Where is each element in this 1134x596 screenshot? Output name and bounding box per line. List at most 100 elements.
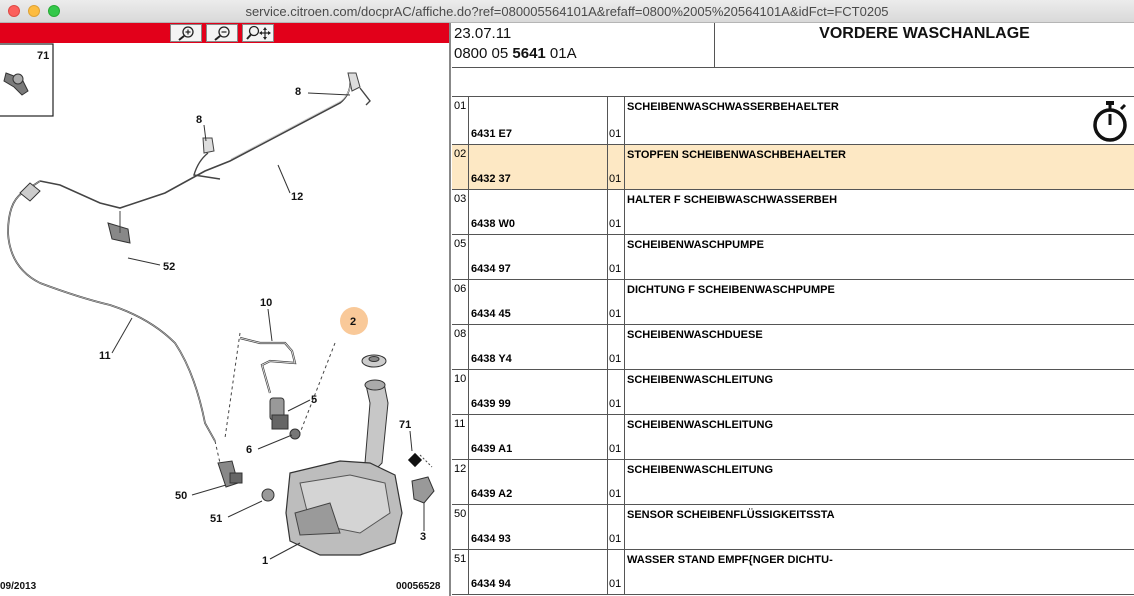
part-reference[interactable]: 6434 45 — [471, 308, 511, 320]
callout-52: 52 — [163, 261, 175, 273]
part-quantity: 01 — [609, 353, 622, 365]
part-index: 51 — [452, 550, 469, 594]
callout-10: 10 — [260, 297, 272, 309]
sensor-50 — [217, 460, 275, 502]
zoom-in-icon — [178, 26, 194, 41]
hose-12 — [39, 77, 352, 209]
part-reference[interactable]: 6438 W0 — [471, 218, 516, 230]
part-reference[interactable]: 6439 99 — [471, 398, 511, 410]
hose-11 — [7, 180, 216, 442]
part-quantity: 01 — [609, 173, 622, 185]
close-window-button[interactable] — [8, 5, 20, 17]
zoom-out-icon — [214, 26, 230, 41]
zoom-pan-button[interactable] — [242, 24, 274, 42]
part-quantity: 01 — [609, 398, 622, 410]
part-index: 11 — [452, 415, 469, 459]
part-reference[interactable]: 6434 94 — [471, 578, 511, 590]
callout-2: 2 — [350, 316, 356, 328]
callout-5: 5 — [311, 394, 317, 406]
callout-highlight-2 — [340, 307, 368, 335]
part-description: SCHEIBENWASCHLEITUNG — [627, 419, 774, 431]
part-description: SCHEIBENWASCHWASSERBEHAELTER — [627, 101, 839, 113]
part-description: SCHEIBENWASCHDUESE — [627, 329, 763, 341]
part-index: 03 — [452, 190, 469, 234]
part-quantity: 01 — [609, 263, 622, 275]
cap-2 — [361, 354, 387, 368]
stopwatch-icon[interactable] — [1090, 99, 1130, 143]
part-quantity: 01 — [609, 443, 622, 455]
callout-12: 12 — [291, 191, 303, 203]
document-date: 23.07.11 — [454, 25, 512, 42]
diagram-toolbar — [0, 23, 449, 43]
panel-divider[interactable] — [449, 23, 451, 596]
part-description: SCHEIBENWASCHPUMPE — [627, 239, 764, 251]
part-index: 10 — [452, 370, 469, 414]
callout-1: 1 — [262, 555, 268, 567]
page-title: VORDERE WASCHANLAGE — [819, 25, 1030, 42]
part-quantity: 01 — [609, 488, 622, 500]
part-quantity: 01 — [609, 308, 622, 320]
part-quantity: 01 — [609, 578, 622, 590]
browser-title-bar: service.citroen.com/docprAC/affiche.do?r… — [0, 0, 1134, 23]
callout-8-right: 8 — [295, 86, 301, 98]
minimize-window-button[interactable] — [28, 5, 40, 17]
part-reference[interactable]: 6434 93 — [471, 533, 511, 545]
callout-8-left: 8 — [196, 114, 202, 126]
part-description: SENSOR SCHEIBENFLÜSSIGKEITSSTA — [627, 509, 835, 521]
part-reference[interactable]: 6431 E7 — [471, 128, 512, 140]
part-quantity: 01 — [609, 533, 622, 545]
part-index: 06 — [452, 280, 469, 324]
callout-51: 51 — [210, 513, 222, 525]
exploded-parts-diagram: 71 8 8 12 52 11 10 2 5 6 71 50 51 1 3 — [0, 43, 435, 567]
part-quantity: 01 — [609, 128, 622, 140]
callout-3: 3 — [420, 531, 426, 543]
part-index: 02 — [452, 145, 469, 189]
callout-71-inset: 71 — [37, 50, 49, 62]
part-reference[interactable]: 6438 Y4 — [471, 353, 512, 365]
page-url: service.citroen.com/docprAC/affiche.do?r… — [245, 4, 889, 19]
part-index: 08 — [452, 325, 469, 369]
part-description: SCHEIBENWASCHLEITUNG — [627, 374, 774, 386]
callout-50: 50 — [175, 490, 187, 502]
zoom-in-button[interactable] — [170, 24, 202, 42]
part-reference[interactable]: 6439 A2 — [471, 488, 513, 500]
diagram-date: 09/2013 — [0, 581, 37, 592]
zoom-window-button[interactable] — [48, 5, 60, 17]
part-reference[interactable]: 6434 97 — [471, 263, 511, 275]
part-index: 05 — [452, 235, 469, 279]
part-description: WASSER STAND EMPF{NGER DICHTU- — [627, 554, 833, 566]
part-description: SCHEIBENWASCHLEITUNG — [627, 464, 774, 476]
zoom-out-button[interactable] — [206, 24, 238, 42]
diagram-code: 00056528 — [396, 581, 441, 592]
part-index: 12 — [452, 460, 469, 504]
part-description: STOPFEN SCHEIBENWASCHBEHAELTER — [627, 149, 847, 161]
document-reference: 0800 05 5641 01A — [454, 45, 577, 62]
inset-clip-71 — [0, 43, 54, 117]
zoom-pan-icon — [246, 25, 271, 40]
reservoir-tank-1 — [285, 460, 403, 556]
callout-6: 6 — [246, 444, 252, 456]
part-description: DICHTUNG F SCHEIBENWASCHPUMPE — [627, 284, 835, 296]
diagram-panel: 71 8 8 12 52 11 10 2 5 6 71 50 51 1 3 09… — [0, 23, 449, 596]
pump-5 — [269, 397, 301, 440]
filler-neck — [364, 382, 389, 474]
parts-panel: 23.07.11 0800 05 5641 01A VORDERE WASCHA… — [452, 23, 1134, 596]
part-reference[interactable]: 6432 37 — [471, 173, 511, 185]
callout-71: 71 — [399, 419, 411, 431]
part-index: 50 — [452, 505, 469, 549]
part-index: 01 — [452, 97, 469, 144]
callout-11: 11 — [99, 350, 111, 362]
part-description: HALTER F SCHEIBWASCHWASSERBEH — [627, 194, 838, 206]
part-reference[interactable]: 6439 A1 — [471, 443, 513, 455]
